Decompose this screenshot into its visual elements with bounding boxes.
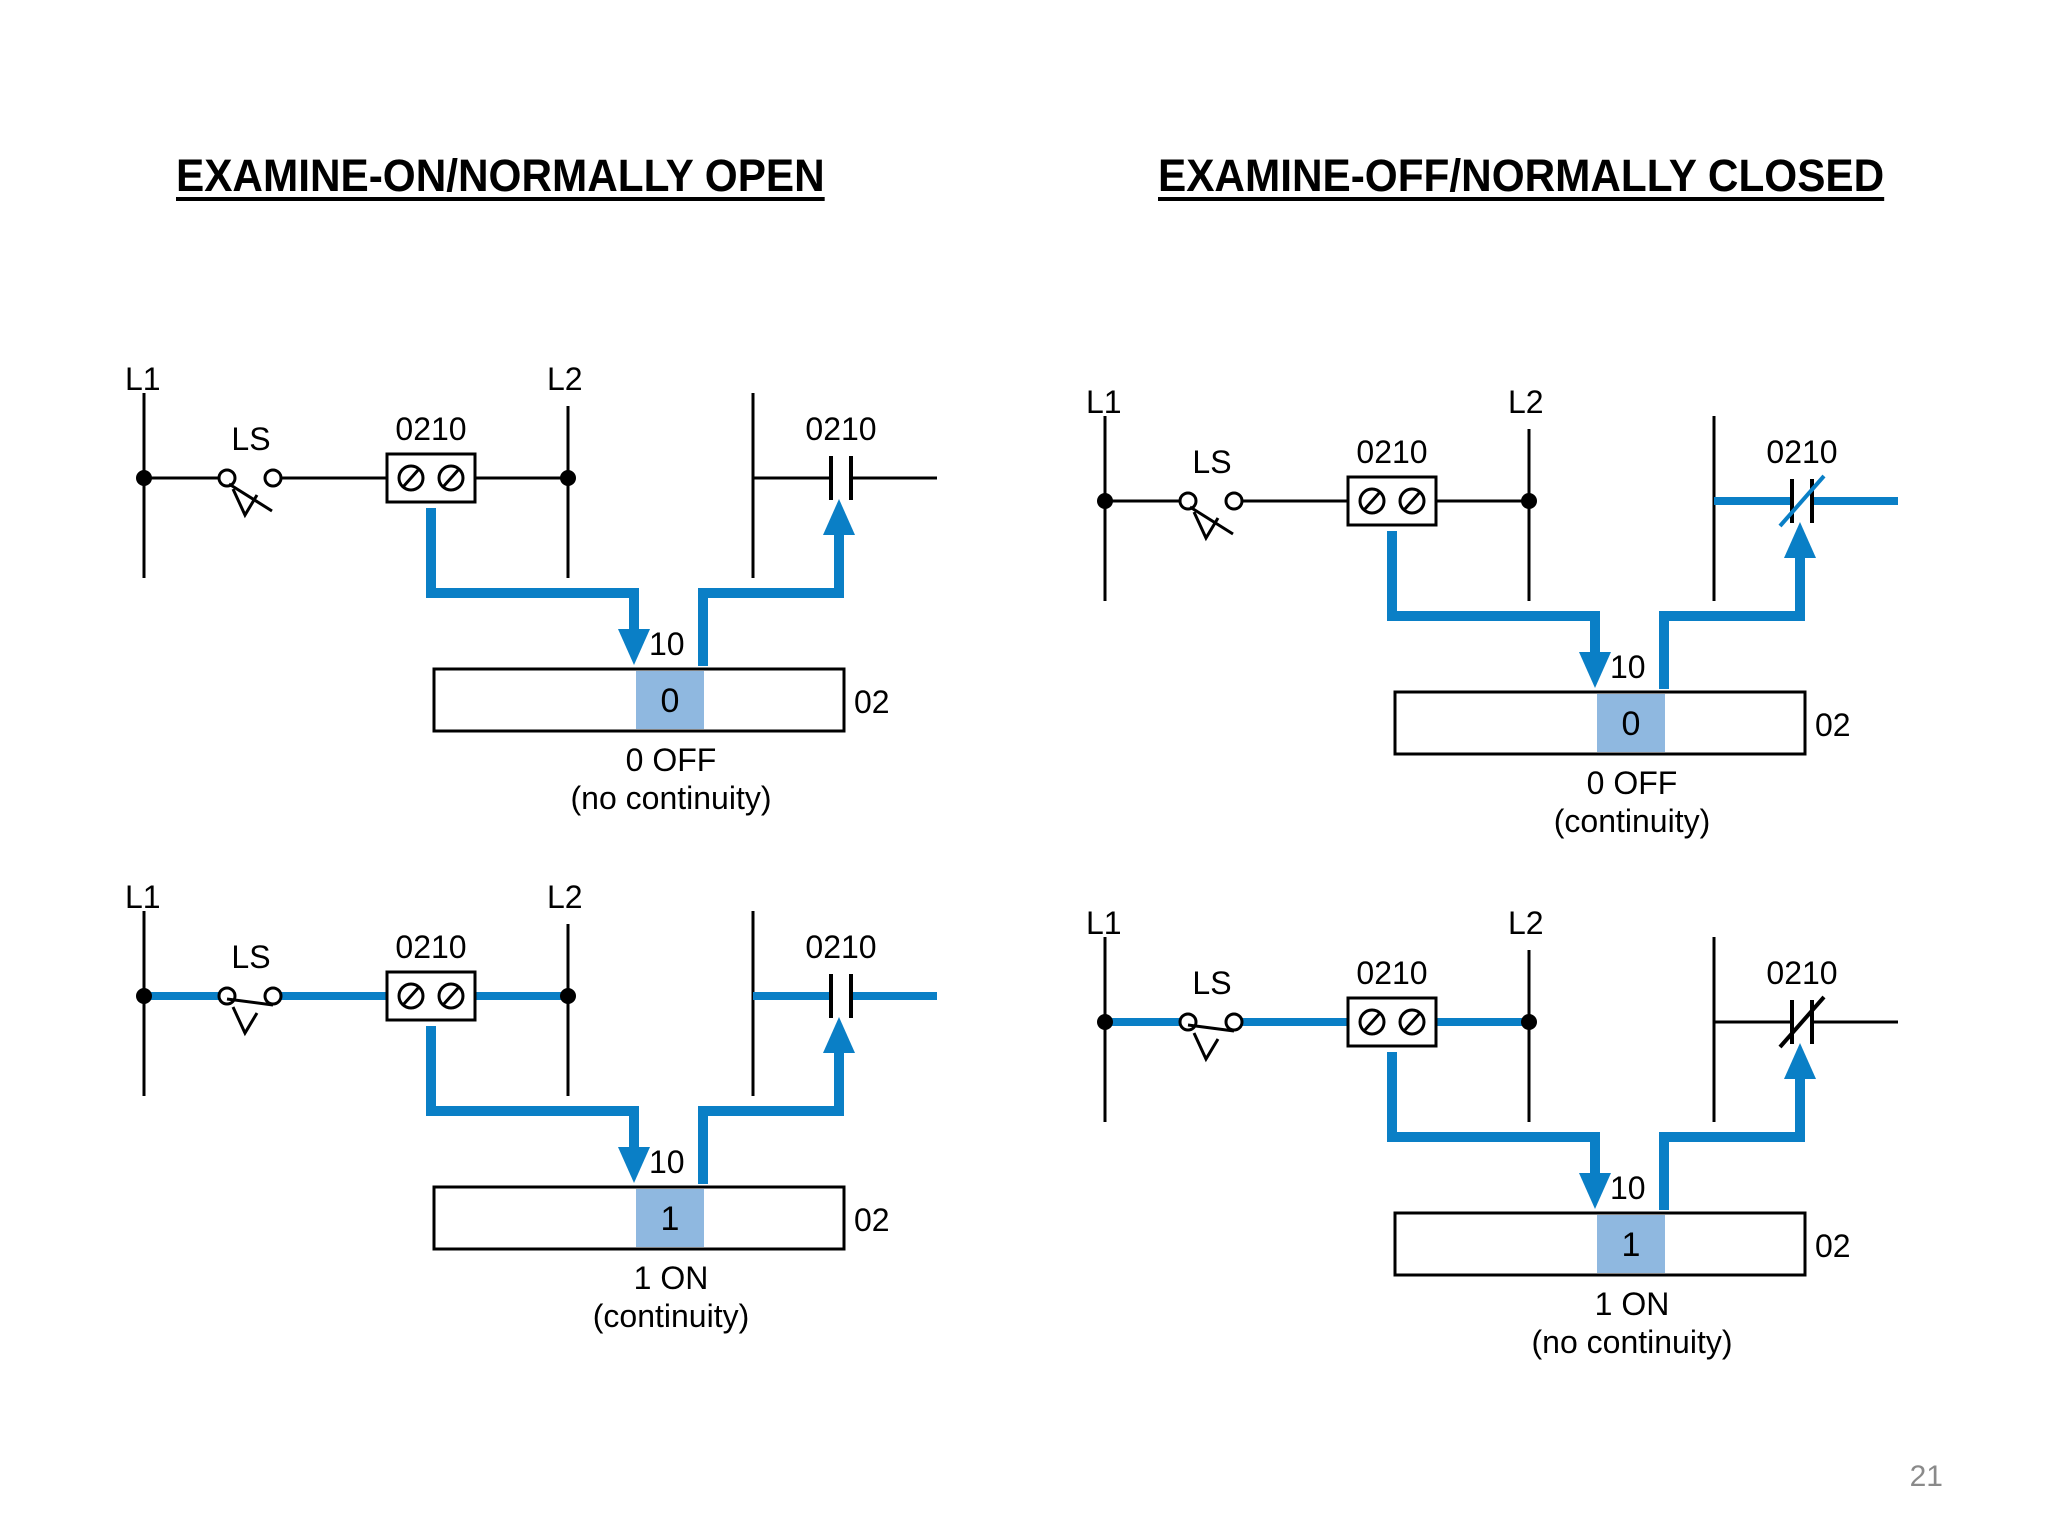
rail-l2-label: L2 bbox=[1508, 905, 1544, 941]
heading-examine-on: EXAMINE-ON/NORMALLY OPEN bbox=[176, 150, 825, 201]
state-text: 0 OFF bbox=[1587, 765, 1678, 801]
input-terminal-icon bbox=[385, 452, 477, 504]
junction-dot bbox=[136, 470, 152, 486]
junction-dot bbox=[1097, 1014, 1113, 1030]
rail-l1-label: L1 bbox=[125, 879, 161, 915]
state-text: 1 ON bbox=[634, 1260, 709, 1296]
input-terminal-icon bbox=[1346, 996, 1438, 1048]
bit-label: 10 bbox=[1610, 649, 1646, 685]
module-label: 0210 bbox=[395, 929, 466, 965]
junction-dot bbox=[560, 988, 576, 1004]
bit-cell bbox=[636, 1189, 704, 1247]
signal-arrow-icon bbox=[698, 499, 855, 666]
bit-cell bbox=[1597, 694, 1665, 752]
state-text: 1 ON bbox=[1595, 1286, 1670, 1322]
page-number: 21 bbox=[1909, 1460, 1943, 1493]
signal-arrow-icon bbox=[1659, 522, 1816, 689]
signal-arrow-icon bbox=[1659, 1043, 1816, 1210]
bit-cell bbox=[636, 671, 704, 729]
switch-label: LS bbox=[231, 421, 270, 457]
rail-l1-label: L1 bbox=[1086, 905, 1122, 941]
signal-arrow-icon bbox=[698, 1017, 855, 1184]
contact-slash bbox=[1778, 995, 1826, 1049]
bit-value: 0 bbox=[1622, 705, 1641, 743]
junction-dot bbox=[1097, 493, 1113, 509]
rail-l2-label: L2 bbox=[1508, 384, 1544, 420]
limit-switch-icon bbox=[217, 468, 283, 519]
module-label: 0210 bbox=[1356, 434, 1427, 470]
bit-value: 1 bbox=[661, 1200, 680, 1238]
continuity-text: (no continuity) bbox=[1532, 1324, 1733, 1360]
limit-switch-icon bbox=[1178, 1012, 1244, 1063]
continuity-text: (continuity) bbox=[1554, 803, 1711, 839]
bit-label: 10 bbox=[649, 1144, 685, 1180]
module-label: 0210 bbox=[1356, 955, 1427, 991]
state-text: 0 OFF bbox=[626, 742, 717, 778]
input-terminal-icon bbox=[385, 970, 477, 1022]
contact-slash bbox=[1778, 474, 1826, 528]
junction-dot bbox=[136, 988, 152, 1004]
bit-label: 10 bbox=[649, 626, 685, 662]
bit-label: 10 bbox=[1610, 1170, 1646, 1206]
word-label: 02 bbox=[854, 684, 890, 720]
limit-switch-icon bbox=[217, 986, 283, 1037]
bit-value: 0 bbox=[661, 682, 680, 720]
signal-arrow-icon bbox=[426, 508, 650, 665]
switch-label: LS bbox=[1192, 965, 1231, 1001]
signal-arrow-icon bbox=[1387, 1052, 1611, 1209]
continuity-text: (no continuity) bbox=[571, 780, 772, 816]
bit-value: 1 bbox=[1622, 1226, 1641, 1264]
junction-dot bbox=[1521, 1014, 1537, 1030]
rail-l2-label: L2 bbox=[547, 361, 583, 397]
contact-label: 0210 bbox=[1766, 434, 1837, 470]
signal-arrow-icon bbox=[1387, 531, 1611, 688]
contact-label: 0210 bbox=[1766, 955, 1837, 991]
input-terminal-icon bbox=[1346, 475, 1438, 527]
rail-l1-label: L1 bbox=[1086, 384, 1122, 420]
junction-dot bbox=[1521, 493, 1537, 509]
signal-arrow-icon bbox=[426, 1026, 650, 1183]
continuity-text: (continuity) bbox=[593, 1298, 750, 1334]
bit-cell bbox=[1597, 1215, 1665, 1273]
word-label: 02 bbox=[1815, 707, 1851, 743]
contact-label: 0210 bbox=[805, 411, 876, 447]
word-label: 02 bbox=[1815, 1228, 1851, 1264]
rail-l1-label: L1 bbox=[125, 361, 161, 397]
heading-examine-off: EXAMINE-OFF/NORMALLY CLOSED bbox=[1158, 150, 1885, 201]
limit-switch-icon bbox=[1178, 491, 1244, 542]
junction-dot bbox=[560, 470, 576, 486]
switch-label: LS bbox=[1192, 444, 1231, 480]
switch-label: LS bbox=[231, 939, 270, 975]
contact-label: 0210 bbox=[805, 929, 876, 965]
module-label: 0210 bbox=[395, 411, 466, 447]
word-label: 02 bbox=[854, 1202, 890, 1238]
rail-l2-label: L2 bbox=[547, 879, 583, 915]
